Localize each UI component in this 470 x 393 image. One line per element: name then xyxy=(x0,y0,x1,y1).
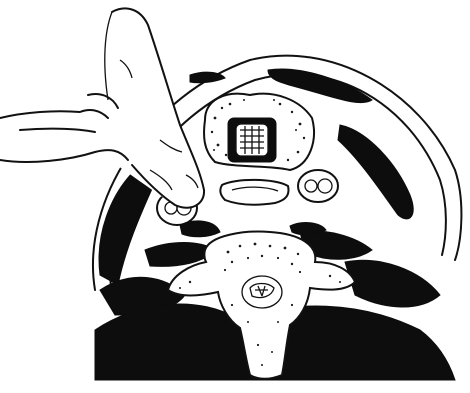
esophagus xyxy=(220,180,288,205)
palpating-hand xyxy=(0,0,204,208)
right-carotid-sheath xyxy=(298,170,338,202)
trachea xyxy=(228,118,276,162)
